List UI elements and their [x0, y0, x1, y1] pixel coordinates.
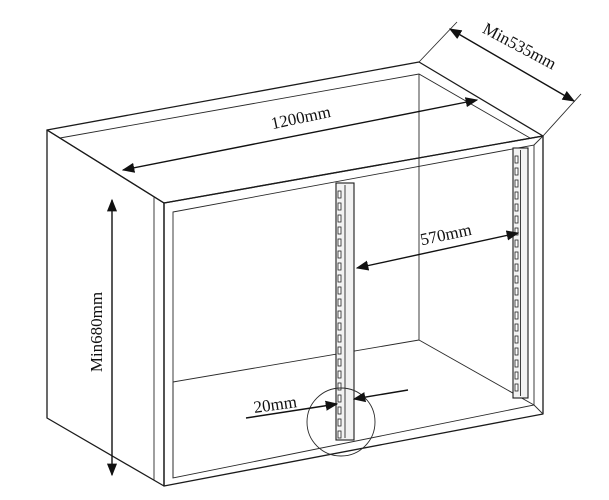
detail-circle: [306, 387, 376, 457]
depth-dimension: Min535mm: [418, 19, 582, 137]
height-dimension: Min680mm: [87, 198, 118, 477]
depth-label: Min535mm: [480, 19, 560, 73]
rail-spacing-dimension: 570mm: [355, 220, 520, 271]
width-dimension: 1200mm: [121, 97, 479, 173]
rail-width-label: 20mm: [252, 392, 298, 417]
cabinet-rails: [335, 147, 529, 441]
height-label: Min680mm: [87, 292, 106, 372]
width-label: 1200mm: [269, 102, 332, 133]
rail-width-dimension: 20mm: [245, 387, 409, 457]
rail-right: [512, 147, 529, 399]
cabinet-top-panel: [46, 61, 544, 204]
rail-left: [335, 182, 355, 441]
